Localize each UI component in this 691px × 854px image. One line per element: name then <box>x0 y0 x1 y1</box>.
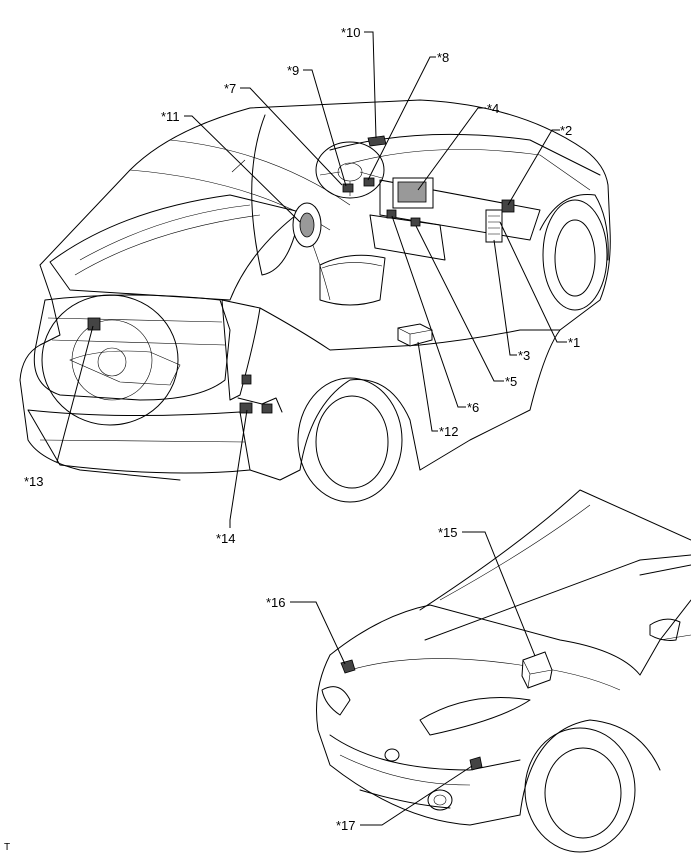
column-unit-part <box>363 177 375 187</box>
shifter-unit-part <box>410 217 421 227</box>
callout-10: *10 <box>341 25 361 40</box>
callout-1: *1 <box>568 335 580 350</box>
leader-lines <box>56 31 567 826</box>
corner-mark: T <box>4 842 10 853</box>
callout-13: *13 <box>24 474 44 489</box>
callout-3: *3 <box>518 348 530 363</box>
callout-labels: *1 *2 *3 *4 *5 *6 *7 *8 *9 *10 *11 *12 *… <box>4 25 580 853</box>
callout-12: *12 <box>439 424 459 439</box>
module-box-part <box>397 323 433 347</box>
dash-connector-part <box>501 199 515 213</box>
front-vehicle-illustration <box>316 489 691 853</box>
callout-6: *6 <box>467 400 479 415</box>
callout-16: *16 <box>266 595 286 610</box>
callout-2: *2 <box>560 123 572 138</box>
rear-vehicle-illustration <box>19 99 611 503</box>
callout-9: *9 <box>287 63 299 78</box>
rear-harness-part <box>239 402 253 414</box>
steering-unit-part <box>342 183 354 193</box>
cargo-sensor-part <box>87 317 101 331</box>
front-vehicle-parts <box>340 651 553 771</box>
callout-5: *5 <box>505 374 517 389</box>
engine-ecu-part <box>521 651 553 689</box>
callout-8: *8 <box>437 50 449 65</box>
front-left-sensor-part <box>340 659 356 674</box>
callout-14: *14 <box>216 531 236 546</box>
roof-unit-part <box>367 135 387 147</box>
callout-15: *15 <box>438 525 458 540</box>
callout-4: *4 <box>487 101 499 116</box>
callout-11: *11 <box>161 109 180 124</box>
rear-vehicle-parts <box>87 135 515 414</box>
callout-17: *17 <box>336 818 356 833</box>
callout-7: *7 <box>224 81 236 96</box>
console-unit-part <box>386 209 397 219</box>
dash-ecu-part <box>485 209 503 243</box>
